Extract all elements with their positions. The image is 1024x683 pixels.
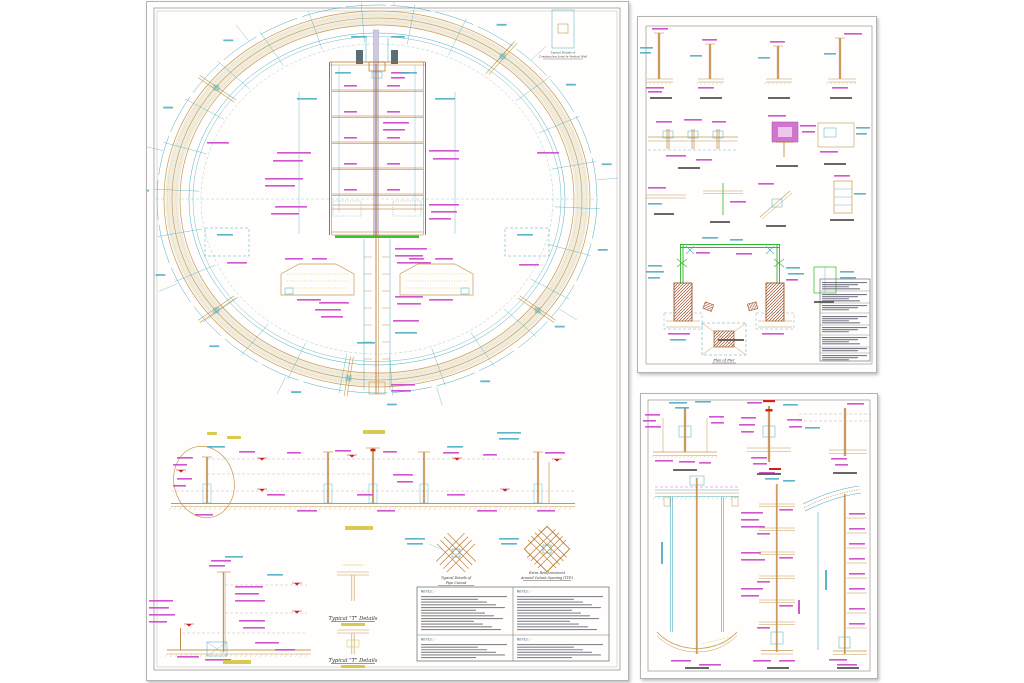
wall-section-3 [802, 485, 867, 655]
annotation-smudges [643, 401, 865, 669]
wall-detail-bottom-left [165, 571, 311, 658]
caption-construction-joint-line2: Construction Joint In Vertical Wall [539, 55, 588, 59]
sheet-wall-sections [640, 393, 878, 679]
wall-stubs [846, 517, 867, 629]
pier-right [765, 282, 785, 322]
sheet-bottom-right-drawing [643, 399, 871, 672]
joint-details-row [651, 400, 871, 500]
caption-construction-joint-line1: Typical Details of [551, 51, 577, 55]
ring-spokes [197, 41, 557, 397]
wall-sections-row [645, 32, 857, 85]
caption-plan-of-pier: Plan of Pier [712, 359, 734, 363]
notes-header-3: NOTES:- [421, 638, 436, 642]
portal-frame-detail [663, 244, 837, 330]
junction-details-row [648, 121, 855, 157]
lower-channel-ticks [364, 256, 390, 360]
scraper-hatch [287, 273, 467, 289]
sheet-frame [647, 399, 871, 672]
notes-table: NOTES:- NOTES:- NOTES:- NOTES:- [416, 586, 610, 662]
notes-header-2: NOTES:- [517, 590, 532, 594]
sheet-top-right-drawing: Plan of Pier [640, 25, 873, 365]
caption-pipe-cutout-line1: Typical Details of [441, 576, 472, 580]
caption-extra-reinforcement-line1: Extra Reinforcement [528, 571, 566, 575]
wall-base-boxes [202, 483, 543, 504]
pier-left [673, 282, 693, 322]
wall-section-2 [759, 468, 795, 655]
tank-plan-central-channel [280, 29, 474, 395]
caption-extra-reinforcement-line2: Around Cutout Opening (TYP.) [520, 576, 574, 580]
annotation-smudges [149, 36, 565, 668]
notes-header-4: NOTES:- [517, 638, 532, 642]
ring-radial-ticks [147, 2, 618, 406]
tank-plan-ring [147, 2, 618, 406]
annotation-smudges [640, 28, 870, 341]
wall-section-1 [655, 475, 739, 654]
green-launder-bar [335, 235, 419, 238]
tank-cross-section [169, 445, 575, 519]
column-break-marks [676, 258, 785, 268]
sheet-main-tank-plan: Typical "T" Details Typical "T" Details … [146, 1, 629, 681]
section-walls [202, 447, 550, 504]
pipe-cutout-details: Typical Details of Pipe Cutout Extra Rei… [428, 525, 574, 586]
typical-t-details: Typical "T" Details Typical "T" Details [329, 564, 378, 664]
channel-rungs [332, 89, 423, 236]
caption-t-details-bottom: Typical "T" Details [329, 658, 378, 664]
slab-stubs [759, 503, 795, 625]
caption-pipe-cutout-line2: Pipe Cutout [445, 581, 467, 585]
caption-t-details-top: Typical "T" Details [329, 616, 378, 622]
construction-joint-detail: Typical Details of Construction Joint In… [539, 9, 588, 60]
notes-header-1: NOTES:- [421, 590, 436, 594]
plan-of-pier-detail: Plan of Pier [701, 322, 747, 364]
small-details-row [646, 180, 853, 220]
notes-block [819, 278, 871, 362]
sheet-main-drawing: Typical "T" Details Typical "T" Details … [147, 2, 621, 671]
notes-text-lines [421, 596, 603, 659]
water-level-symbols [176, 454, 562, 627]
sheet-wall-pier-details: Plan of Pier [637, 16, 877, 373]
